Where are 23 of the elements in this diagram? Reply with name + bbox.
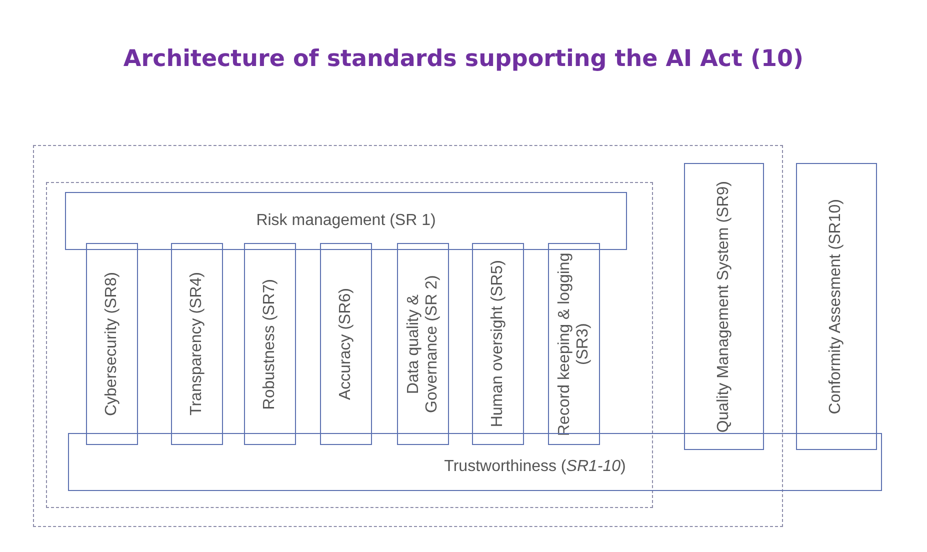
standard-pillar-box bbox=[548, 243, 600, 445]
box-label: Risk management (SR 1) bbox=[256, 212, 436, 230]
box-label: Transparency (SR4) bbox=[188, 272, 206, 416]
box-label: Cybersecurity (SR8) bbox=[102, 272, 121, 416]
standard-pillar-box bbox=[397, 243, 449, 445]
box-label: Quality Management System (SR9) bbox=[714, 180, 733, 432]
box-label: Robustness (SR7) bbox=[260, 278, 279, 410]
standard-bar-box bbox=[68, 433, 882, 491]
box-label: Conformity Assesment (SR10) bbox=[827, 198, 846, 414]
standard-pillar-box bbox=[244, 243, 296, 445]
diagram-title: Architecture of standards supporting the AI Act (10) bbox=[122, 46, 805, 72]
standard-pillar-box bbox=[684, 163, 764, 450]
standard-pillar-box bbox=[171, 243, 223, 445]
box-label: Accuracy (SR6) bbox=[336, 288, 355, 400]
standard-pillar-box bbox=[472, 243, 524, 445]
box-label: Trustworthiness (SR1-10) bbox=[444, 458, 626, 476]
standard-bar-box bbox=[65, 192, 627, 250]
standard-pillar-box bbox=[86, 243, 138, 445]
box-label: Data quality & Governance (SR 2) bbox=[404, 274, 441, 415]
box-label: Human oversight (SR5) bbox=[488, 260, 507, 428]
box-label: Record keeping & logging (SR3) bbox=[556, 251, 592, 438]
standard-pillar-box bbox=[796, 163, 877, 450]
standard-pillar-box bbox=[320, 243, 372, 445]
